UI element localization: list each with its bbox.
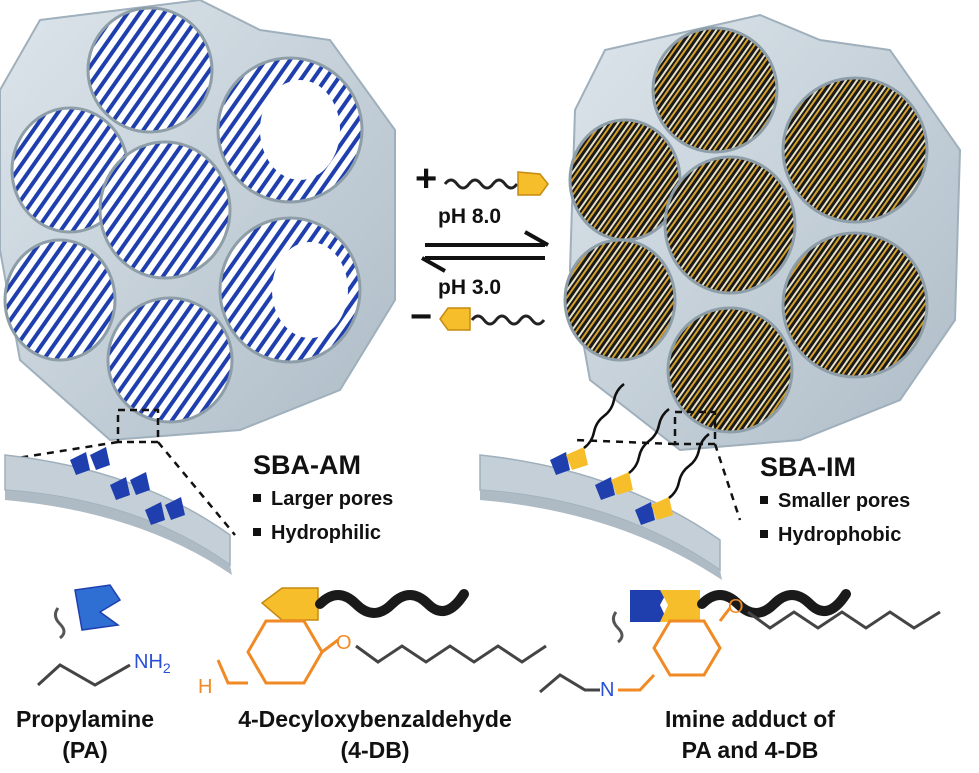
sba-am-pores	[3, 6, 364, 424]
adduct-caption-line1: Imine adduct of	[665, 706, 835, 732]
adduct-ether-o-label: O	[728, 596, 744, 618]
pa-cartoon	[53, 584, 122, 640]
sba-im-pore-cluster	[563, 13, 962, 452]
minus-sign: −	[410, 296, 433, 338]
sba-im-property-2: Hydrophobic	[760, 524, 901, 547]
db-caption-line2: (4-DB)	[340, 737, 410, 763]
sba-am-title: SBA-AM	[253, 450, 361, 480]
sba-am-surface-slab	[4, 447, 232, 575]
imine-adduct-groups	[550, 383, 710, 525]
plus-sign: +	[415, 158, 438, 200]
pa-caption-line2: (PA)	[62, 737, 108, 763]
sba-am-pore-cluster	[0, 0, 396, 442]
adduct-skeletal-structure	[539, 607, 941, 694]
pa-skeletal-structure	[36, 663, 131, 687]
adduct-cartoon	[611, 589, 851, 644]
aldehyde-reagent-icon	[443, 171, 549, 196]
adduct-imine-n-label: N	[600, 679, 615, 701]
forward-condition-label: pH 8.0	[438, 205, 502, 228]
adduct-caption-line2: PA and 4-DB	[681, 737, 819, 763]
propylamine-groups	[70, 447, 185, 525]
db-aldehyde-h-label: H	[198, 676, 213, 698]
db-cartoon	[260, 587, 469, 621]
sba-im-title: SBA-IM	[760, 452, 856, 482]
sba-im-surface-slab	[479, 383, 722, 580]
sba-im-property-1: Smaller pores	[760, 490, 910, 513]
sba-am-property-1: Larger pores	[253, 488, 393, 511]
db-ether-o-label: O	[336, 632, 352, 654]
db-skeletal-structure	[216, 619, 547, 685]
removed-aldehyde-icon	[439, 307, 546, 331]
reverse-condition-label: pH 3.0	[438, 276, 502, 299]
pa-caption-line1: Propylamine	[15, 706, 155, 732]
sba-am-property-2: Hydrophilic	[253, 522, 381, 545]
sba-im-pores	[563, 26, 929, 434]
db-caption-line1: 4-Decyloxybenzaldehyde	[238, 706, 512, 732]
pa-nh2-label: NH2	[134, 651, 171, 676]
equilibrium-arrows	[421, 230, 549, 273]
